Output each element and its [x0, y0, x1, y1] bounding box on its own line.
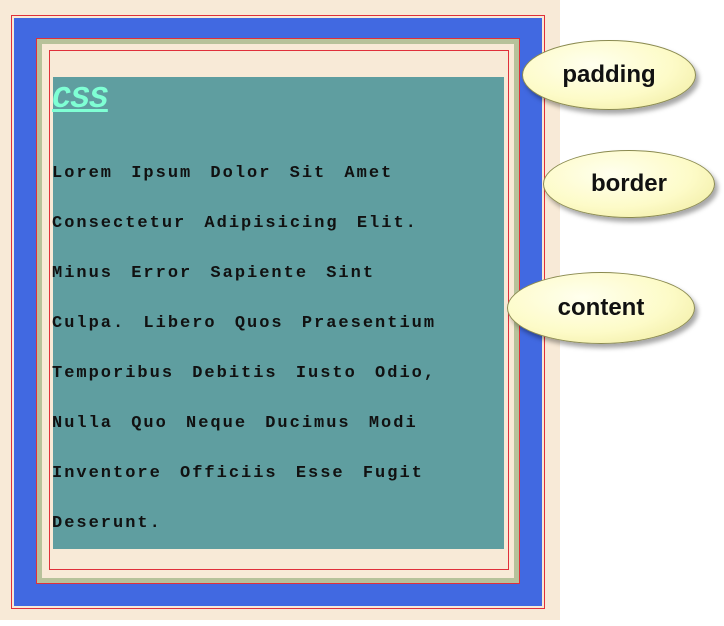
content-title: CSS	[52, 82, 108, 117]
border-callout-label: border	[590, 170, 667, 197]
content-text-line: Inventore Officiis Esse Fugit	[52, 464, 424, 483]
content-text-line: Lorem Ipsum Dolor Sit Amet	[52, 164, 394, 183]
content-text-line: Minus Error Sapiente Sint	[52, 264, 376, 283]
content-area	[53, 77, 504, 549]
content-text-line: Temporibus Debitis Iusto Odio,	[52, 364, 437, 383]
content-callout-label: content	[557, 294, 645, 321]
content-text-line: Consectetur Adipisicing Elit.	[52, 214, 418, 233]
padding-callout: padding	[522, 40, 696, 110]
padding-callout-label: padding	[562, 61, 656, 88]
border-callout: border	[543, 150, 715, 218]
content-text-line: Deserunt.	[52, 514, 162, 533]
content-callout: content	[507, 272, 695, 344]
content-text-line: Culpa. Libero Quos Praesentium	[52, 314, 437, 333]
content-text-line: Nulla Quo Neque Ducimus Modi	[52, 414, 418, 433]
